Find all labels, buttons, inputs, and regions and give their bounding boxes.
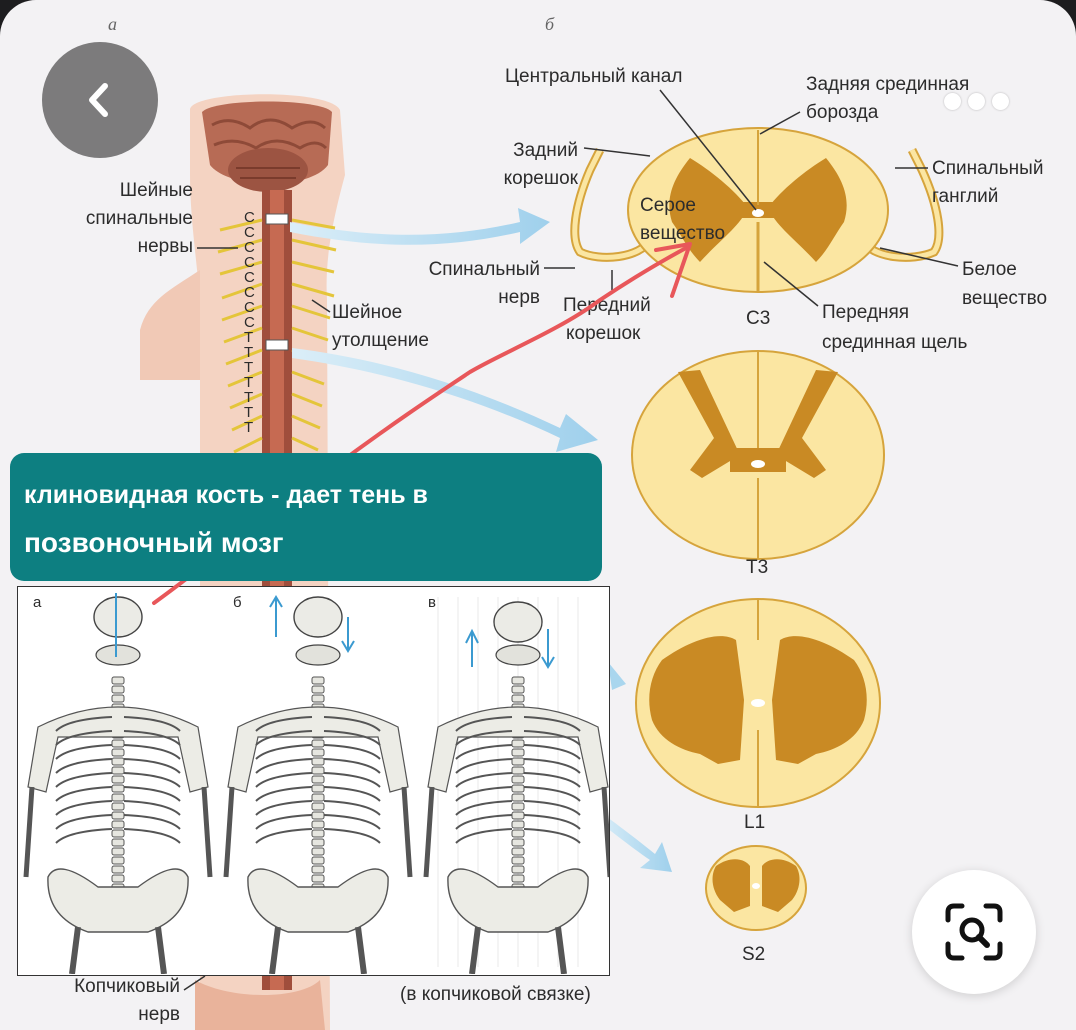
annotation-banner: клиновидная кость - дает тень в позвоноч… — [10, 453, 602, 581]
s2-section — [705, 845, 807, 931]
cervical-nerves-label-1: Шейные — [120, 180, 193, 201]
visual-search-icon — [945, 903, 1003, 961]
t3-section — [631, 350, 885, 560]
segment-letter: C — [244, 224, 255, 241]
anterior-fissure-label-1: Передняя — [822, 302, 909, 323]
coccygeal-nerve-label-1: Копчиковый — [74, 976, 180, 997]
spinal-nerve-label-1: Спинальный — [429, 259, 540, 280]
spinal-nerve-label-2: нерв — [498, 287, 540, 308]
chevron-left-icon — [89, 83, 108, 117]
more-dots-icon — [943, 92, 961, 110]
c3-section — [570, 127, 944, 293]
anterior-fissure-label-2: срединная щель — [822, 332, 967, 353]
cervical-nerves-label-2: спинальные — [86, 208, 193, 229]
anterior-root-label-1: Передний — [563, 295, 651, 316]
segment-label-c3: C3 — [746, 308, 770, 329]
gray-matter-label-2: вещество — [640, 223, 725, 244]
cervical-enlargement-label-1: Шейное — [332, 302, 402, 323]
spinal-ganglion-label-2: ганглий — [932, 186, 998, 207]
posterior-root-label-2: корешок — [504, 168, 579, 189]
posterior-sulcus-label-1: Задняя срединная — [806, 74, 969, 95]
spinal-ganglion-label-1: Спинальный — [932, 158, 1043, 179]
skeleton-figures — [23, 596, 609, 975]
coccygeal-nerve-label-2: нерв — [138, 1004, 180, 1025]
back-button[interactable] — [42, 42, 158, 158]
segment-letter: T — [244, 419, 253, 436]
cervical-nerves-label-3: нервы — [138, 236, 193, 257]
posterior-root-label-1: Задний — [513, 140, 578, 161]
white-matter-label-2: вещество — [962, 288, 1047, 309]
segment-label-l1: L1 — [744, 812, 765, 833]
more-options-button[interactable] — [936, 86, 1016, 116]
segment-label-s2: S2 — [742, 944, 765, 965]
segment-label-t3: T3 — [746, 557, 768, 578]
banner-text-line1: клиновидная кость - дает тень в — [24, 481, 428, 509]
brain — [202, 101, 332, 192]
central-canal-label: Центральный канал — [505, 66, 682, 87]
visual-search-button[interactable] — [912, 870, 1036, 994]
inset-label-b: б — [233, 594, 242, 611]
skeleton-inset-image: а б в — [17, 586, 610, 976]
l1-section — [635, 598, 881, 808]
segment-letter: C — [244, 209, 255, 226]
panel-a-label: а — [108, 14, 117, 34]
banner-text-line2: позвоночный мозг — [24, 527, 284, 558]
anterior-root-label-2: корешок — [566, 323, 641, 344]
cervical-enlargement-label-2: утолщение — [332, 330, 429, 351]
inset-label-a: а — [33, 594, 42, 611]
gray-matter-label-1: Серое — [640, 195, 696, 216]
posterior-sulcus-label-2: борозда — [806, 102, 879, 123]
panel-b-label: б — [545, 14, 555, 34]
inset-label-c: в — [428, 594, 436, 611]
white-matter-label-1: Белое — [962, 259, 1017, 280]
coccyx-caption: (в копчиковой связке) — [400, 984, 591, 1005]
